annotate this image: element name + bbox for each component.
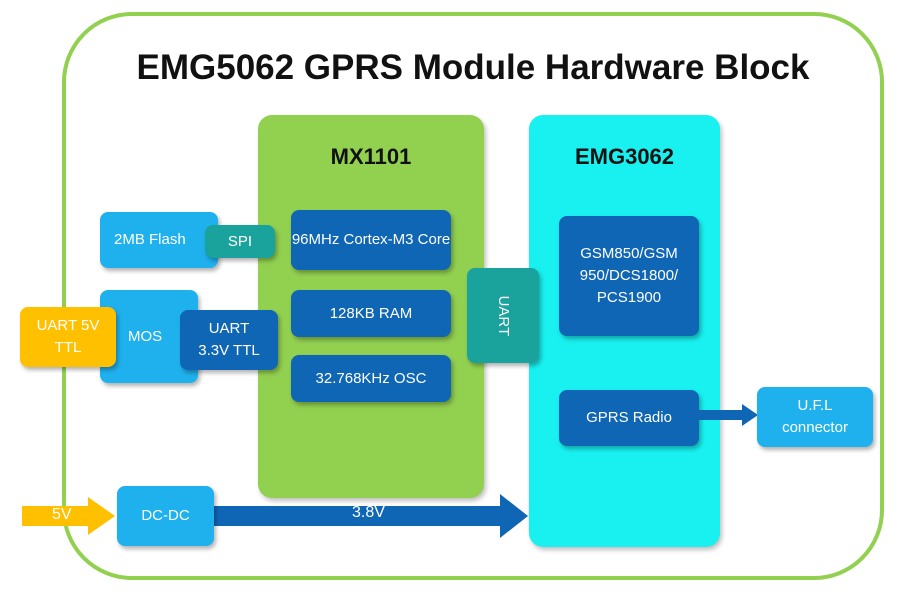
cortex-core-box: 96MHz Cortex-M3 Core — [291, 210, 451, 270]
ram-box: 128KB RAM — [291, 290, 451, 337]
power-3v8-arrow — [210, 494, 528, 538]
spi-box: SPI — [205, 225, 275, 258]
mx1101-title: MX1101 — [330, 144, 412, 169]
3v8-label: 3.8V — [352, 504, 385, 521]
ufl-connector-box: U.F.L connector — [757, 387, 873, 447]
antenna-arrow — [697, 404, 758, 426]
dcdc-box: DC-DC — [117, 486, 214, 546]
emg3062-title: EMG3062 — [574, 144, 675, 169]
5v-label: 5V — [52, 506, 72, 523]
diagram-title: EMG5062 GPRS Module Hardware Block — [136, 48, 810, 87]
uart-link-box: UART — [467, 268, 539, 363]
gsm-bands-box: GSM850/GSM 950/DCS1800/ PCS1900 — [559, 216, 699, 336]
5v-input-arrow — [22, 497, 115, 535]
uart-5v-box: UART 5V TTL — [20, 307, 116, 367]
gprs-radio-box: GPRS Radio — [559, 390, 699, 446]
osc-box: 32.768KHz OSC — [291, 355, 451, 402]
uart-33v-box: UART 3.3V TTL — [180, 310, 278, 370]
flash-box: 2MB Flash — [100, 212, 218, 268]
